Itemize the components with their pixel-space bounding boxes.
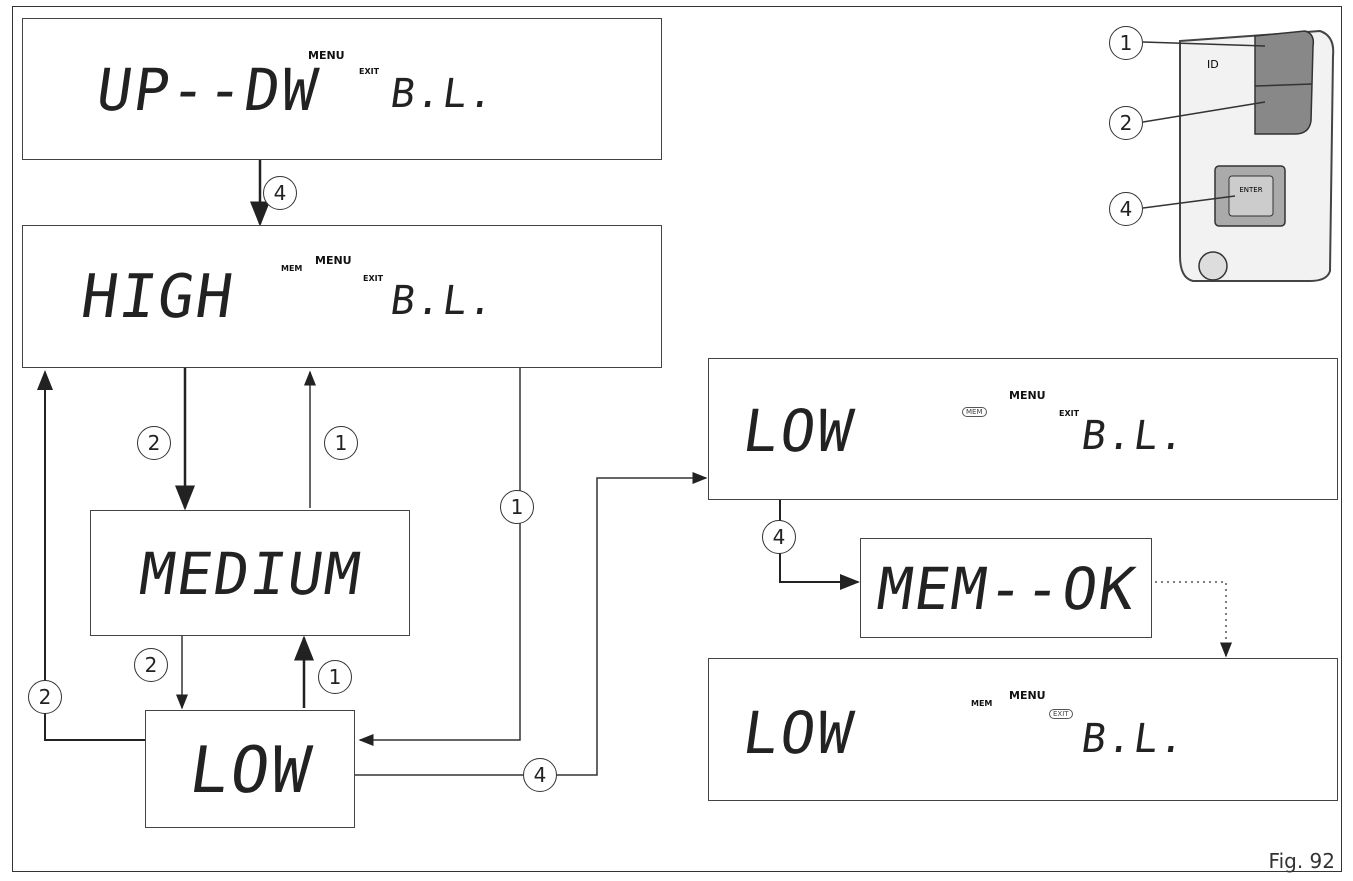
button-callout-4: 4 [523,758,557,792]
lcd-text: MEM--OK [873,555,1141,623]
button-callout-1: 1 [324,426,358,460]
lcd-right-text: B.L. [387,71,499,117]
button-callout-4: 4 [762,520,796,554]
handlebar-switch-illustration: ENTER ID 1 2 4 [1105,16,1340,286]
lcd-right-text: B.L. [387,278,499,324]
figure-frame [12,6,1342,872]
lcd-text-blinking: LOW [185,734,317,808]
mem-label: MEM [971,699,993,708]
logo-text: ID [1207,58,1219,71]
arrow-memok-to-lowexit [1155,581,1232,658]
exit-label: EXIT [363,274,384,283]
mem-label: MEM [281,264,303,273]
screen-low-mem: LOW MEM MENU EXIT B.L. [708,358,1338,500]
button-callout-2: 2 [134,648,168,682]
exit-label: EXIT [359,67,380,76]
lcd-right-text: B.L. [1078,413,1190,459]
menu-label: MENU [315,254,352,267]
screen-low: LOW [145,710,355,828]
lcd-left-text-blinking: HIGH [76,262,240,332]
enter-label: ENTER [1239,186,1262,194]
button-callout-2: 2 [28,680,62,714]
lcd-left-text: UP--DW [92,56,324,124]
figure-label: Fig. 92 [1268,849,1335,873]
menu-label: MENU [1009,689,1046,702]
button-callout-2: 2 [1109,106,1143,140]
screen-high: HIGH MEM MENU EXIT B.L. [22,225,662,368]
button-callout-4: 4 [1109,192,1143,226]
screen-low-exit: LOW MEM MENU EXIT B.L. [708,658,1338,801]
menu-label: MENU [1009,389,1046,402]
arrow-low-to-high [37,370,145,741]
mem-blink-label: MEM [962,407,987,417]
lcd-left-text: LOW [738,699,860,767]
button-callout-2: 2 [137,426,171,460]
lcd-text-blinking: MEDIUM [135,540,367,608]
menu-label: MENU [308,49,345,62]
button-callout-1: 1 [318,660,352,694]
screen-updw: UP--DW MENU EXIT B.L. [22,18,662,160]
screen-medium: MEDIUM [90,510,410,636]
arrow-low-to-lowmem [354,472,708,776]
screen-mem-ok: MEM--OK [860,538,1152,638]
lcd-right-text: B.L. [1078,716,1190,762]
lcd-left-text-blinking: LOW [738,397,860,465]
button-callout-4: 4 [263,176,297,210]
exit-blink-label: EXIT [1049,709,1073,719]
button-callout-1: 1 [1109,26,1143,60]
exit-label: EXIT [1059,409,1080,418]
button-callout-1: 1 [500,490,534,524]
